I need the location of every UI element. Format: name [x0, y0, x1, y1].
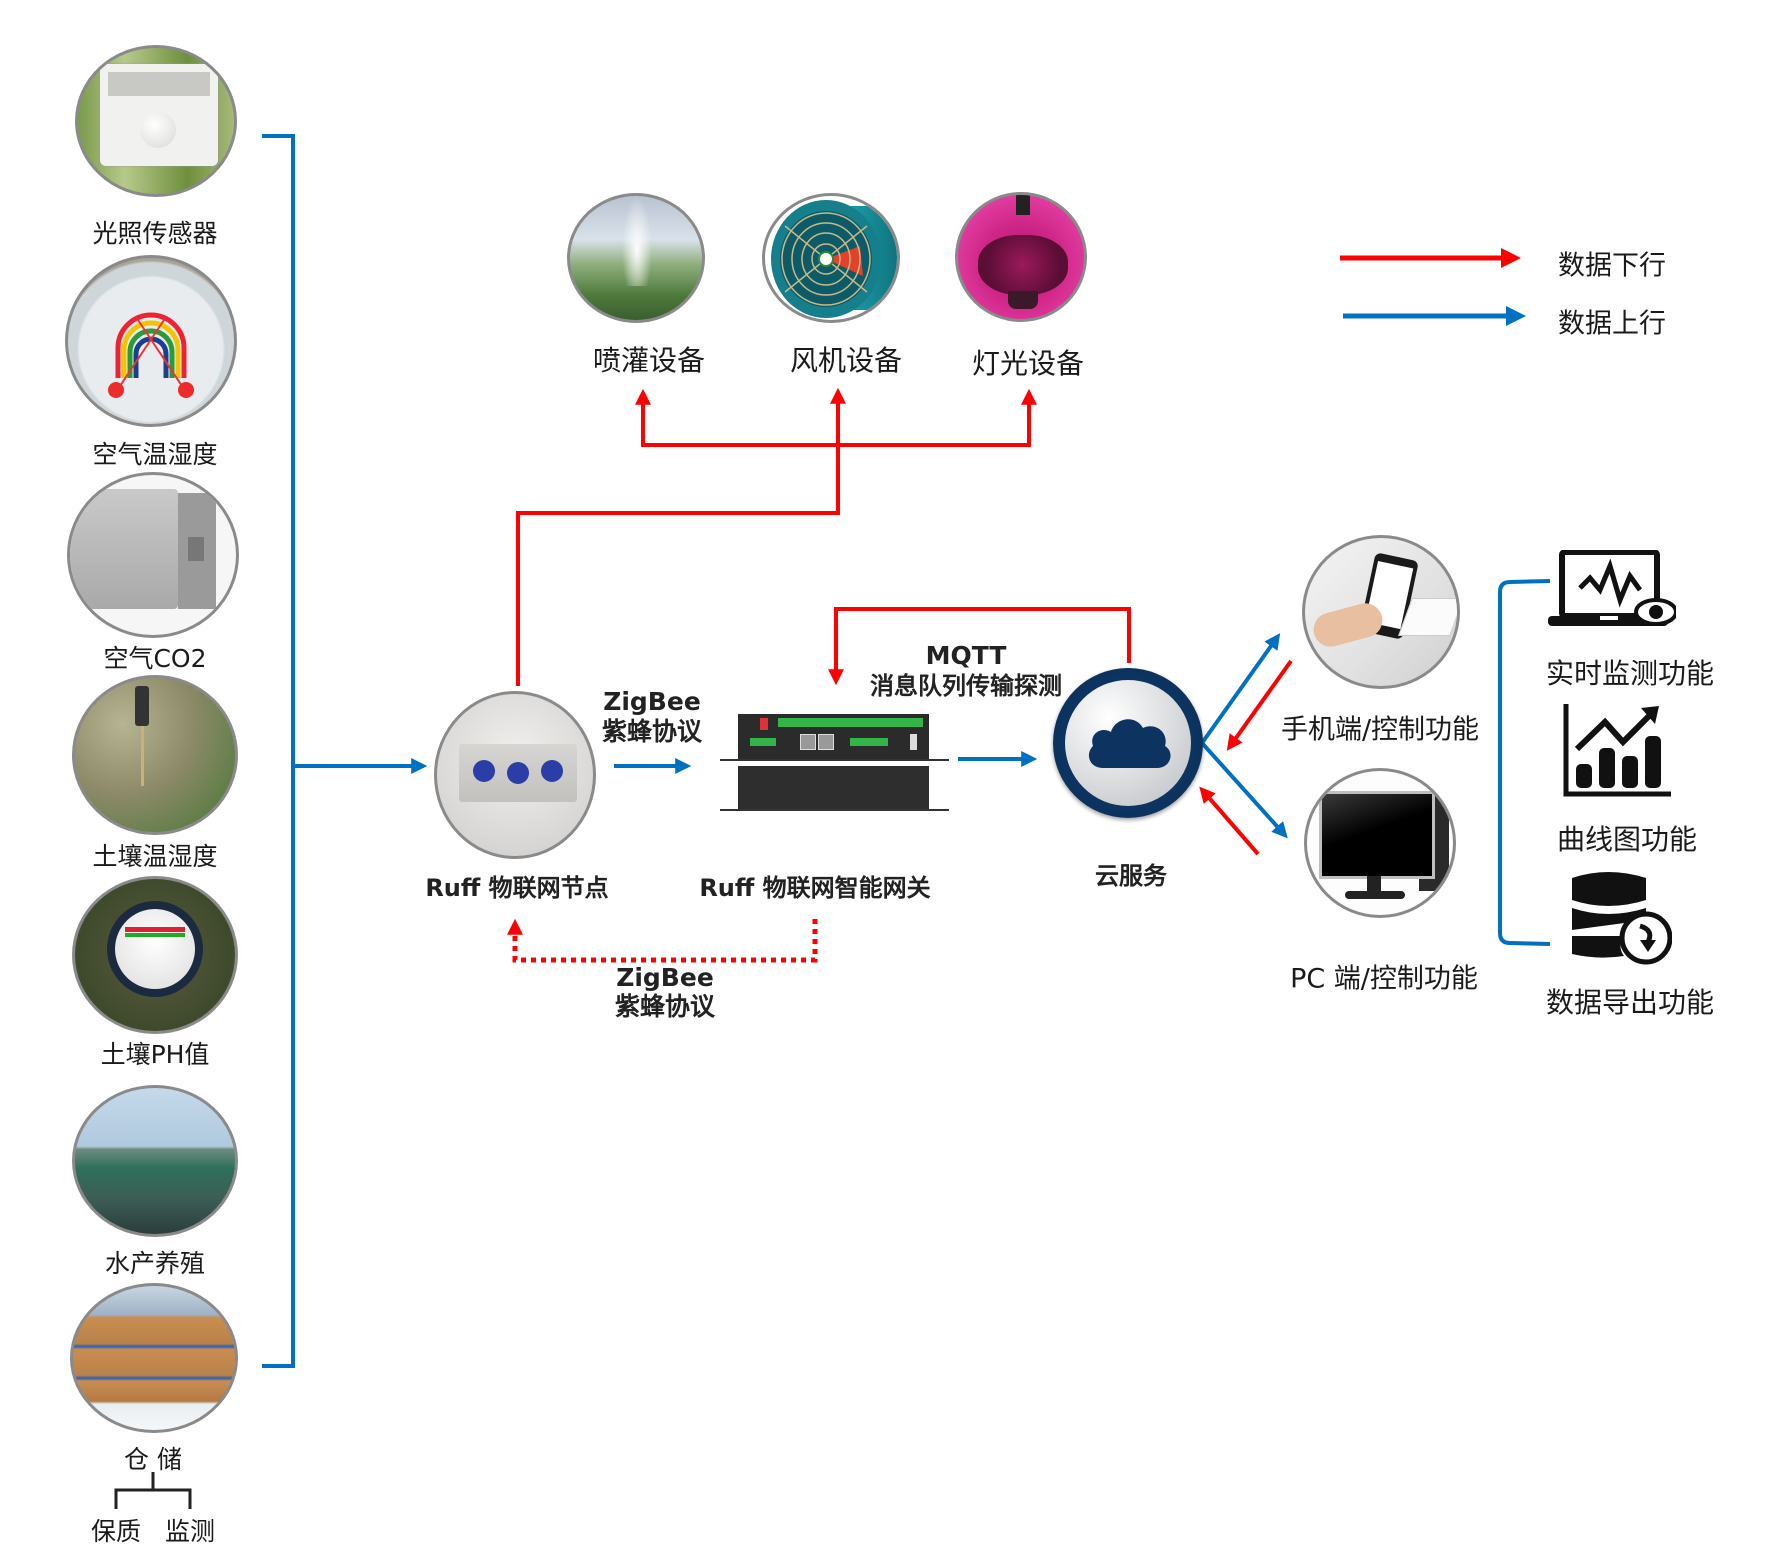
monitor-neck	[1367, 876, 1381, 892]
co2-sensor-photo	[67, 472, 239, 638]
cloud-to-phone-arrow	[1200, 633, 1281, 745]
legend-downlink-label: 数据下行	[1558, 250, 1666, 282]
hygrometer-dial-icon	[108, 312, 194, 398]
warehouse-sub-monitor: 监测	[164, 1517, 216, 1546]
desktop-pc-photo[interactable]	[1304, 768, 1456, 918]
plant-pot	[1008, 291, 1038, 309]
gateway-device-top	[738, 714, 929, 759]
phone-to-cloud-arrow	[1226, 659, 1293, 751]
gateway-device-bottom	[738, 766, 929, 810]
sensor-label-warehouse: 仓 储	[124, 1445, 182, 1474]
cloud-to-pc-arrow	[1200, 741, 1288, 839]
warehouse-photo	[70, 1283, 238, 1433]
gateway-divider-line	[720, 759, 949, 761]
actuator-label-fan: 风机设备	[789, 344, 903, 377]
grow-light-photo	[955, 192, 1087, 322]
cloud-service-badge[interactable]	[1053, 668, 1203, 818]
fan-photo	[762, 193, 900, 323]
zigbee-top-line1: ZigBee	[603, 687, 701, 716]
gateway-io-connector	[850, 738, 888, 746]
warehouse-sub-quality: 保质	[90, 1517, 142, 1546]
fan-guard-icon	[780, 211, 872, 307]
monitor-stand	[1345, 891, 1405, 899]
water-spray-icon	[622, 196, 652, 286]
usb-port-icon	[910, 734, 917, 750]
actuator-label-sprinkler: 喷灌设备	[592, 344, 706, 377]
sensor-label-co2: 空气CO2	[103, 644, 207, 673]
ethernet-port-icon	[818, 734, 834, 750]
mqtt-line1: MQTT	[925, 641, 1007, 670]
zigbee-bottom-line2: 紫蜂协议	[614, 992, 716, 1021]
client-label-phone: 手机端/控制功能	[1280, 714, 1480, 746]
cloud-icon	[1088, 719, 1171, 768]
sensor-label-soil-temp-humidity: 土壤温湿度	[92, 842, 218, 871]
gateway-to-node-dotted	[512, 919, 818, 963]
gateway-led	[760, 718, 768, 730]
cable-gland-icon	[541, 760, 563, 782]
pc-to-cloud-arrow	[1199, 786, 1260, 856]
soil-probe-rod	[141, 726, 144, 786]
function-label-export: 数据导出功能	[1545, 986, 1715, 1019]
soil-probe-display	[135, 686, 149, 726]
function-label-chart: 曲线图功能	[1556, 823, 1698, 856]
hygrometer-photo	[65, 255, 237, 427]
bar-chart-trend-icon	[1563, 704, 1671, 797]
co2-latch	[188, 537, 204, 561]
light-dome-icon	[140, 112, 176, 148]
sprinkler-photo	[567, 193, 705, 323]
database-export-icon	[1572, 872, 1672, 965]
mqtt-line2: 消息队列传输探测	[870, 672, 1062, 700]
node-label: Ruff 物联网节点	[425, 874, 609, 902]
soil-probe-photo	[72, 675, 238, 835]
gateway-power-connector	[750, 738, 776, 746]
actuator-label-light: 灯光设备	[971, 347, 1085, 380]
zigbee-bottom-line1: ZigBee	[616, 963, 714, 992]
monitor-screen-icon	[1319, 791, 1435, 879]
smartphone-photo[interactable]	[1302, 535, 1460, 689]
ph-scale-green	[125, 933, 185, 937]
monitor-eye-icon	[1548, 550, 1676, 626]
plant-foliage	[978, 235, 1068, 295]
sensor-label-air-temp-humidity: 空气温湿度	[92, 440, 218, 469]
co2-housing-front	[70, 489, 178, 609]
client-label-pc: PC 端/控制功能	[1290, 963, 1478, 995]
warehouse-sub-bracket	[114, 1488, 192, 1509]
ethernet-port-icon	[800, 734, 816, 750]
gateway-base-line	[720, 809, 949, 811]
gateway-terminal-block	[778, 718, 923, 727]
function-bracket	[1498, 579, 1551, 946]
hand	[1309, 599, 1387, 651]
sensor-label-aquaculture: 水产养殖	[104, 1249, 206, 1278]
ph-meter-photo	[72, 876, 238, 1034]
zigbee-top-line2: 紫蜂协议	[601, 717, 703, 746]
gateway-label: Ruff 物联网智能网关	[699, 874, 931, 902]
aquaculture-photo	[72, 1085, 238, 1237]
sensor-label-soil-ph: 土壤PH值	[100, 1040, 210, 1069]
sensor-bracket	[262, 134, 295, 1368]
cable-gland-icon	[507, 762, 529, 784]
node-to-actuators-line	[516, 387, 846, 686]
sensor-nameplate	[108, 72, 210, 96]
iot-node-photo	[434, 691, 596, 859]
ph-scale-red	[125, 927, 185, 932]
sensor-label-light: 光照传感器	[92, 219, 218, 248]
cloud-to-gateway-line	[828, 607, 1131, 686]
light-sensor-photo	[75, 45, 237, 197]
cable-gland-icon	[473, 760, 495, 782]
cloud-label: 云服务	[1095, 862, 1167, 890]
lamp-socket-icon	[1016, 195, 1030, 215]
legend-uplink-label: 数据上行	[1558, 308, 1666, 340]
function-label-realtime: 实时监测功能	[1545, 657, 1715, 690]
ph-meter-dial-icon	[115, 909, 195, 989]
